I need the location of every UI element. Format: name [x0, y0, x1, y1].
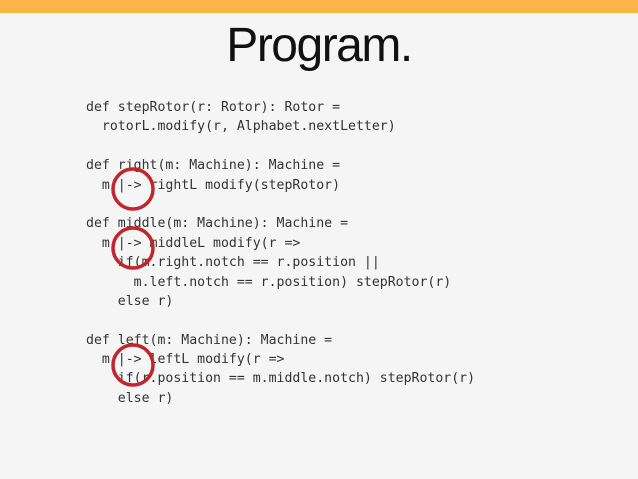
code-line: rotorL.modify(r, Alphabet.nextLetter) — [86, 119, 396, 135]
slide-title: Program. — [226, 19, 413, 72]
code-line: m |-> middleL modify(r => — [86, 235, 301, 251]
code-line: else r) — [86, 293, 174, 309]
top-accent-bar — [0, 0, 638, 13]
code-line: m |-> rightL modify(stepRotor) — [86, 177, 341, 193]
code-line: def middle(m: Machine): Machine = — [86, 216, 349, 232]
code-line: if(m.right.notch == r.position || — [86, 255, 380, 271]
code-line: m |-> leftL modify(r => — [86, 352, 285, 368]
code-line — [86, 311, 475, 330]
code-line: def left(m: Machine): Machine = — [86, 332, 333, 348]
code-line: m.left.notch == r.position) stepRotor(r) — [86, 274, 452, 290]
code-line: else r) — [86, 390, 174, 406]
code-line: def stepRotor(r: Rotor): Rotor = — [86, 100, 341, 115]
code-block: def stepRotor(r: Rotor): Rotor = rotorL.… — [86, 98, 475, 408]
code-line: def right(m: Machine): Machine = — [86, 158, 341, 174]
code-line — [86, 137, 475, 156]
code-line — [86, 195, 475, 214]
code-line: if(r.position == m.middle.notch) stepRot… — [86, 371, 476, 387]
